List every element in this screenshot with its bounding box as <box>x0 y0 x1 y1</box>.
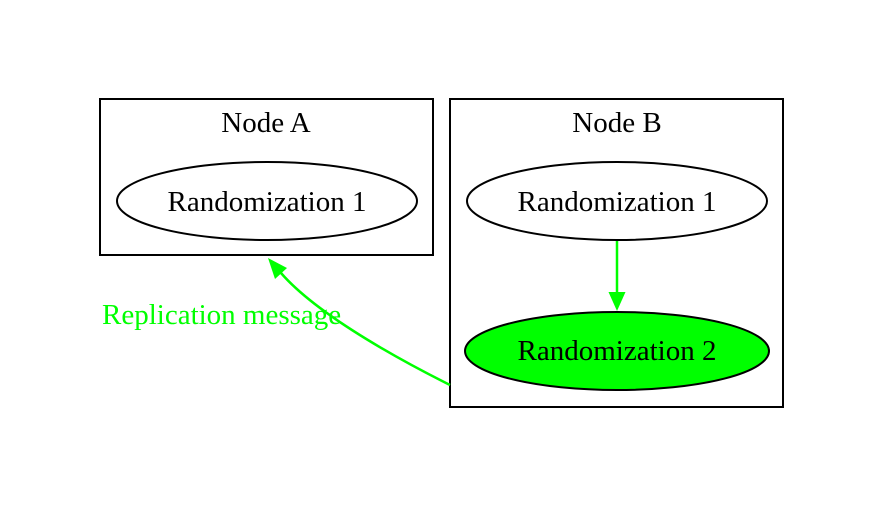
randomization-edge-arrowhead-icon <box>608 292 626 311</box>
cluster-node-a: Node A Randomization 1 <box>99 98 434 256</box>
node-a-randomization1-label: Randomization 1 <box>168 186 367 218</box>
node-a-box <box>99 98 434 256</box>
replication-edge-arrowhead-icon <box>268 258 287 279</box>
cluster-node-b: Node B Randomization 1 Randomization 2 <box>449 98 784 408</box>
node-b-randomization2-ellipse <box>464 311 770 391</box>
node-b-box <box>449 98 784 408</box>
edge-randomization1-to-randomization2 <box>608 241 626 311</box>
node-b-randomization2-label: Randomization 2 <box>518 335 717 367</box>
replication-message-label: Replication message <box>102 299 341 331</box>
node-b-title: Node B <box>572 107 661 139</box>
node-b-randomization1-label: Randomization 1 <box>518 186 717 218</box>
replication-edge-curve <box>280 272 451 387</box>
node-a-randomization1-ellipse <box>116 161 418 241</box>
node-b-randomization1-ellipse <box>466 161 768 241</box>
node-a-title: Node A <box>221 107 310 139</box>
edge-replication-message: Replication message <box>102 258 451 387</box>
